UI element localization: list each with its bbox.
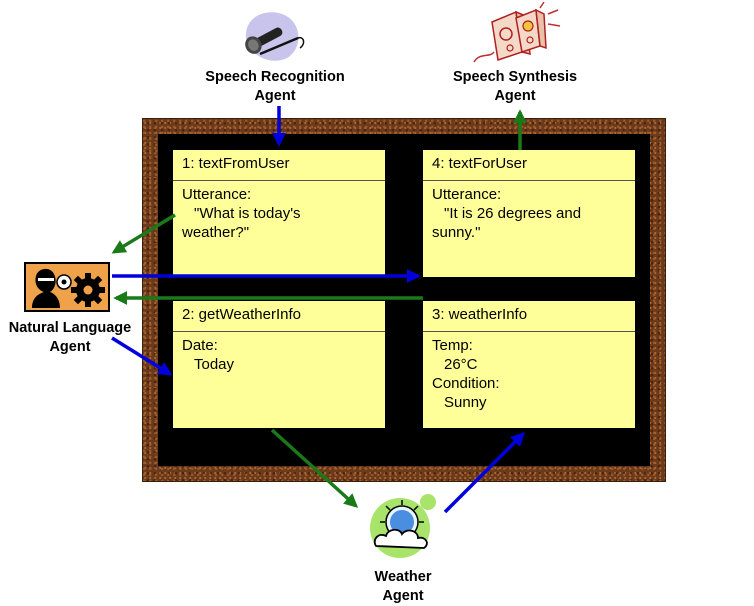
weather-agent-label: Weather Agent [374,569,432,604]
sun-cloud-icon [370,494,436,558]
microphone-icon [245,12,305,61]
person-gears-icon [24,262,110,312]
note-key: Utterance: [182,186,252,203]
note-title: 1: textFromUser [173,150,385,181]
note-value: "It is 26 degrees and [444,205,582,222]
note-value-temp: 26°C [444,356,478,373]
note-text-for-user[interactable]: 4: textForUser Utterance: "It is 26 degr… [423,150,635,277]
speech-synthesis-agent-label: Speech Synthesis Agent [452,69,578,104]
arrow-nl-agent-to-note2 [111,336,173,376]
speech-recognition-agent-label: Speech Recognition Agent [205,69,345,104]
note-weather-info[interactable]: 3: weatherInfo Temp: 26°C Condition: Sun… [423,301,635,428]
note-title: 4: textForUser [423,150,635,181]
note-value-condition: Sunny [444,394,487,411]
note-key: Utterance: [432,186,502,203]
note-title: 2: getWeatherInfo [173,301,385,332]
note-value-cont: weather?" [182,224,250,241]
natural-language-agent-label: Natural Language Agent [8,320,132,355]
arrow-note1-to-nl-agent [111,213,176,254]
note-key-temp: Temp: [432,337,473,354]
note-value: Today [194,356,235,373]
speakers-icon [473,2,561,63]
note-key: Date: [182,337,218,354]
arrow-note2-to-weather [270,428,359,508]
arrow-weather-to-note3 [443,432,525,514]
note-key-condition: Condition: [432,375,500,392]
note-title: 3: weatherInfo [423,301,635,332]
note-text-from-user[interactable]: 1: textFromUser Utterance: "What is toda… [173,150,385,277]
note-value-cont: sunny." [432,224,481,241]
note-value: "What is today's [194,205,301,222]
note-get-weather-info[interactable]: 2: getWeatherInfo Date: Today [173,301,385,428]
